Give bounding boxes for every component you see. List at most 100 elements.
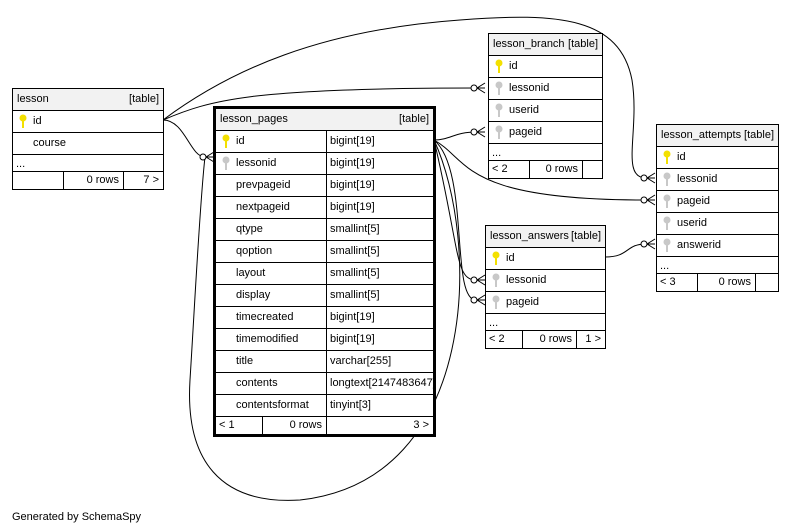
- table-name: lesson_answers: [490, 230, 569, 242]
- column-row[interactable]: id: [486, 248, 605, 270]
- column-name: timecreated: [236, 311, 294, 323]
- table-tag: [table]: [399, 113, 429, 125]
- table-header: lesson_branch [table]: [489, 34, 602, 56]
- table-tag: [table]: [571, 230, 601, 242]
- column-row[interactable]: contentsformat tinyint[3]: [216, 395, 433, 417]
- footer-right[interactable]: [582, 161, 602, 178]
- edge-lesson-lesson-attempts: [162, 16, 647, 179]
- table-footer: < 1 0 rows 3 >: [216, 417, 433, 434]
- foreign-key-icon: [492, 273, 500, 287]
- column-name: userid: [509, 104, 539, 116]
- column-row[interactable]: pageid: [486, 292, 605, 314]
- edge-pages-answers-pageid: [433, 139, 477, 301]
- column-name: nextpageid: [236, 201, 290, 213]
- edge-pages-answers-lessonid: [189, 139, 461, 501]
- column-name: qoption: [236, 245, 273, 257]
- footer-left[interactable]: < 2: [489, 333, 505, 345]
- column-name: layout: [236, 267, 266, 279]
- column-type: bigint[19]: [326, 329, 375, 350]
- row-count: 0 rows: [63, 172, 123, 189]
- column-row[interactable]: lessonid: [489, 78, 602, 100]
- column-row[interactable]: qoption smallint[5]: [216, 241, 433, 263]
- column-type: smallint[5]: [326, 285, 380, 306]
- column-row[interactable]: contents longtext[2147483647]: [216, 373, 433, 395]
- table-name: lesson: [17, 93, 49, 105]
- table-lesson-branch[interactable]: lesson_branch [table] id lessonid userid…: [488, 33, 603, 179]
- column-type: tinyint[3]: [326, 395, 371, 416]
- column-row[interactable]: pageid: [657, 191, 778, 213]
- column-type: varchar[255]: [326, 351, 391, 372]
- table-lesson-pages[interactable]: lesson_pages [table] id bigint[19] lesso…: [213, 106, 436, 437]
- column-row[interactable]: userid: [489, 100, 602, 122]
- table-footer: 0 rows 7 >: [13, 172, 163, 189]
- column-name: userid: [677, 217, 707, 229]
- column-row[interactable]: lessonid: [486, 270, 605, 292]
- column-name: id: [33, 115, 42, 127]
- row-count: 0 rows: [529, 161, 582, 178]
- column-row[interactable]: nextpageid bigint[19]: [216, 197, 433, 219]
- ellipsis-row: ...: [489, 144, 602, 161]
- column-type: bigint[19]: [326, 175, 375, 196]
- table-tag: [table]: [568, 38, 598, 50]
- edge-lesson-answers: [433, 139, 477, 281]
- table-lesson-attempts[interactable]: lesson_attempts [table] id lessonid page…: [656, 124, 779, 292]
- column-row[interactable]: userid: [657, 213, 778, 235]
- edge-pages-branch: [433, 131, 477, 141]
- column-row[interactable]: course: [13, 133, 163, 155]
- column-row[interactable]: display smallint[5]: [216, 285, 433, 307]
- footer-right[interactable]: 3 >: [326, 417, 433, 434]
- column-name: id: [236, 135, 245, 147]
- column-row[interactable]: layout smallint[5]: [216, 263, 433, 285]
- column-row[interactable]: timemodified bigint[19]: [216, 329, 433, 351]
- foreign-key-icon: [663, 194, 671, 208]
- column-type: bigint[19]: [326, 131, 375, 152]
- column-name: pageid: [506, 296, 540, 308]
- table-lesson-answers[interactable]: lesson_answers [table] id lessonid pagei…: [485, 225, 606, 349]
- column-row[interactable]: prevpageid bigint[19]: [216, 175, 433, 197]
- column-row[interactable]: id bigint[19]: [216, 131, 433, 153]
- table-footer: < 3 0 rows: [657, 274, 778, 291]
- column-name: lessonid: [677, 173, 718, 185]
- edge-pages-attempts: [433, 139, 647, 201]
- column-name: prevpageid: [236, 179, 291, 191]
- footer-left[interactable]: [13, 172, 63, 189]
- footer-left[interactable]: < 3: [660, 276, 676, 288]
- column-name: id: [506, 252, 515, 264]
- column-row[interactable]: id: [489, 56, 602, 78]
- footer-left[interactable]: < 2: [492, 163, 508, 175]
- column-row[interactable]: lessonid: [657, 169, 778, 191]
- table-name: lesson_attempts: [661, 129, 742, 141]
- column-row[interactable]: answerid: [657, 235, 778, 257]
- column-name: contents: [236, 377, 278, 389]
- generated-by-label: Generated by SchemaSpy: [12, 511, 142, 523]
- column-row[interactable]: title varchar[255]: [216, 351, 433, 373]
- table-tag: [table]: [129, 93, 159, 105]
- column-name: course: [33, 137, 67, 149]
- table-lesson[interactable]: lesson [table] id course ... 0 rows 7 >: [12, 88, 164, 190]
- column-row[interactable]: id: [657, 147, 778, 169]
- edge-answers-attempts: [604, 243, 647, 258]
- foreign-key-icon: [663, 172, 671, 186]
- table-name: lesson_pages: [220, 113, 288, 125]
- footer-right[interactable]: 1 >: [576, 331, 605, 348]
- column-row[interactable]: qtype smallint[5]: [216, 219, 433, 241]
- column-name: contentsformat: [236, 399, 309, 411]
- footer-right[interactable]: 7 >: [123, 172, 163, 189]
- footer-right[interactable]: [755, 274, 778, 291]
- column-row[interactable]: id: [13, 111, 163, 133]
- column-type: bigint[19]: [326, 307, 375, 328]
- footer-left[interactable]: < 1: [219, 419, 235, 431]
- foreign-key-icon: [495, 125, 503, 139]
- column-row[interactable]: timecreated bigint[19]: [216, 307, 433, 329]
- table-footer: < 2 0 rows 1 >: [486, 331, 605, 348]
- column-row[interactable]: lessonid bigint[19]: [216, 153, 433, 175]
- ellipsis-row: ...: [486, 314, 605, 331]
- foreign-key-icon: [663, 238, 671, 252]
- foreign-key-icon: [495, 81, 503, 95]
- row-count: 0 rows: [522, 331, 576, 348]
- row-count: 0 rows: [697, 274, 755, 291]
- primary-key-icon: [495, 59, 503, 73]
- table-header: lesson_answers [table]: [486, 226, 605, 248]
- ellipsis-row: ...: [657, 257, 778, 274]
- column-row[interactable]: pageid: [489, 122, 602, 144]
